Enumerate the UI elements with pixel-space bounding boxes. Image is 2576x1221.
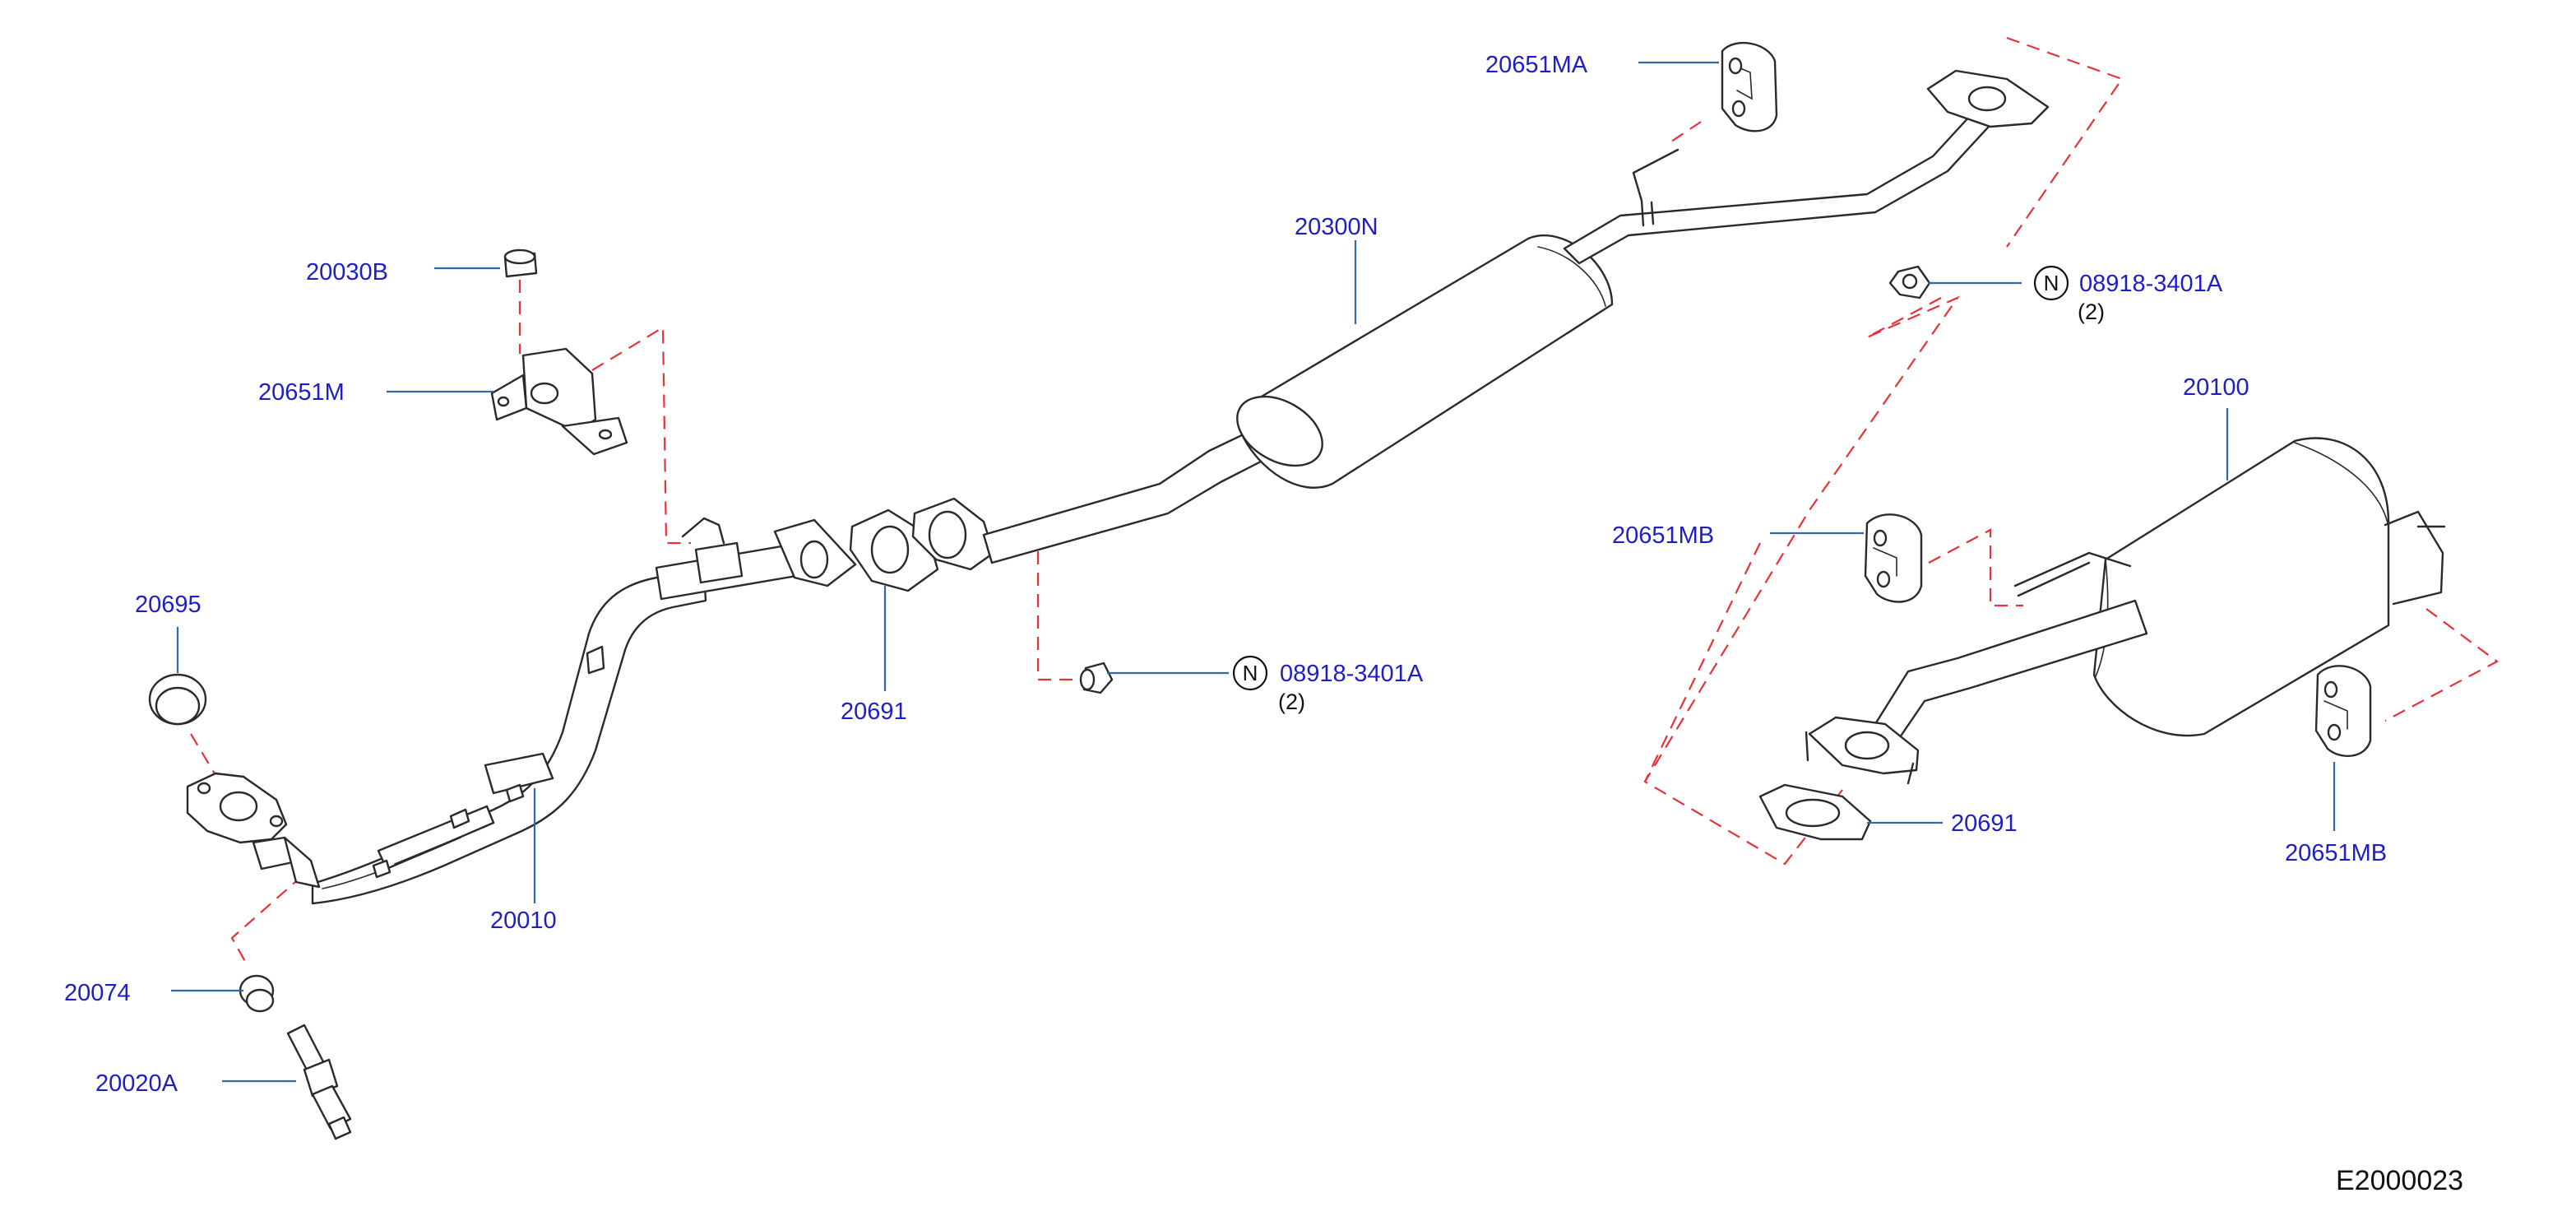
diagram-reference-code: E2000023 (2336, 1165, 2463, 1196)
label-20691-center[interactable]: 20691 (841, 699, 907, 725)
qty-08918-mid: (2) (1278, 689, 1305, 714)
nut-center (1079, 662, 1114, 694)
label-20300N[interactable]: 20300N (1295, 214, 1378, 240)
qty-08918-top: (2) (2078, 299, 2105, 324)
mount-bracket-20651M (490, 347, 628, 456)
front-exhaust-pipe (186, 517, 857, 905)
center-muffler-20300N (982, 69, 2050, 564)
nut-marker-top: N (2033, 265, 2069, 301)
oxygen-sensor-parts (239, 974, 352, 1140)
label-08918-3401A-top[interactable]: 08918-3401A (2079, 271, 2223, 297)
main-muffler-20100 (1805, 437, 2446, 785)
label-20030B[interactable]: 20030B (306, 259, 388, 286)
n-marker-text-mid: N (1243, 661, 1258, 685)
label-20651MB-left[interactable]: 20651MB (1612, 522, 1714, 549)
label-20020A[interactable]: 20020A (95, 1070, 178, 1097)
label-20074[interactable]: 20074 (64, 980, 131, 1006)
dashed-connector-lines (190, 36, 2500, 965)
rubber-hanger-20651MB-right (2314, 665, 2372, 758)
label-08918-3401A-mid[interactable]: 08918-3401A (1280, 661, 1424, 687)
rubber-hanger-20651MA (1721, 41, 1778, 132)
label-20691-right[interactable]: 20691 (1951, 810, 2018, 837)
label-20695[interactable]: 20695 (135, 592, 202, 618)
nut-top-right (1888, 265, 1931, 299)
rubber-hanger-20651MB-left (1864, 513, 1923, 603)
label-20651MA[interactable]: 20651MA (1485, 52, 1588, 78)
gasket-20691-right (1758, 783, 1872, 841)
label-20651M[interactable]: 20651M (258, 379, 345, 406)
label-20100[interactable]: 20100 (2183, 374, 2249, 401)
gasket-ring-20695 (148, 673, 207, 726)
label-20651MB-bottom[interactable]: 20651MB (2285, 840, 2387, 866)
nut-marker-mid: N (1232, 655, 1268, 691)
label-20010[interactable]: 20010 (490, 908, 557, 934)
spacer-20030B (503, 248, 538, 278)
leader-lines (171, 61, 2336, 1083)
center-pipe-flange (911, 497, 995, 571)
n-marker-text-top: N (2044, 271, 2059, 295)
